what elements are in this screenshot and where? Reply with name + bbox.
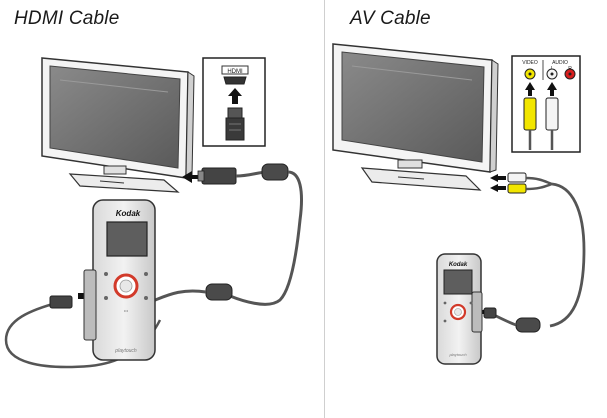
hdmi-port-socket bbox=[223, 76, 247, 85]
hdmi-tv-side bbox=[185, 71, 195, 179]
av-camera-brand: Kodak bbox=[449, 262, 468, 268]
hdmi-tv-plug bbox=[201, 167, 237, 185]
av-cable bbox=[483, 172, 586, 333]
av-video-arrow bbox=[525, 82, 535, 96]
av-tv-screen bbox=[341, 51, 485, 163]
hdmi-plug-body bbox=[225, 117, 245, 141]
av-tv-arrow-top bbox=[490, 174, 506, 182]
hdmi-camera-small-button bbox=[104, 272, 108, 276]
av-white-plug bbox=[545, 97, 559, 131]
hdmi-television bbox=[41, 57, 195, 193]
av-camera-side-door bbox=[471, 291, 483, 333]
hdmi-camera-side-door bbox=[83, 269, 97, 341]
av-camera: Kodak playtouch bbox=[436, 253, 483, 365]
hdmi-label-box bbox=[221, 65, 249, 75]
av-tv-arrow-bottom bbox=[490, 184, 506, 192]
hdmi-panel-title: HDMI Cable bbox=[14, 8, 120, 29]
av-television bbox=[332, 43, 499, 191]
hdmi-stand-slot bbox=[99, 180, 125, 184]
av-tv-neck bbox=[397, 159, 423, 169]
av-stand-slot bbox=[397, 176, 425, 180]
hdmi-ferrite-core-bottom bbox=[205, 283, 233, 301]
hdmi-plug-head bbox=[227, 107, 243, 119]
hdmi-tv-neck bbox=[103, 165, 127, 175]
hdmi-tv-screen bbox=[49, 65, 181, 169]
av-white-rca-plug bbox=[507, 172, 527, 183]
hdmi-cable bbox=[4, 163, 303, 369]
hdmi-cable-long bbox=[229, 170, 303, 306]
hdmi-port-label: HDMI bbox=[227, 69, 243, 75]
hdmi-screen-reflection bbox=[59, 79, 169, 93]
hdmi-camera: Kodak ••• playtouch bbox=[83, 199, 156, 361]
av-camera-plug bbox=[483, 307, 497, 319]
av-audio-label: AUDIO bbox=[552, 60, 568, 66]
av-cable-long bbox=[549, 182, 586, 328]
av-camera-model: playtouch bbox=[448, 352, 467, 357]
hdmi-camera-brand: Kodak bbox=[116, 209, 141, 218]
av-yellow-plug bbox=[523, 97, 537, 131]
av-camera-screen bbox=[443, 269, 473, 295]
hdmi-camera-model: playtouch bbox=[114, 348, 137, 354]
svg-text:•••: ••• bbox=[124, 308, 129, 313]
av-screen-reflection bbox=[351, 65, 473, 81]
hdmi-port-inset: HDMI bbox=[202, 57, 266, 147]
hdmi-ferrite-core-top bbox=[261, 163, 289, 181]
hdmi-insert-arrow bbox=[228, 88, 242, 104]
panel-divider bbox=[324, 0, 325, 418]
av-panel-title: AV Cable bbox=[350, 8, 431, 29]
hdmi-camera-screen bbox=[106, 221, 148, 257]
av-audio-arrow bbox=[547, 82, 557, 96]
hdmi-tv-arrow bbox=[182, 171, 203, 183]
av-jack-inset: VIDEO AUDIO L R bbox=[511, 55, 581, 153]
hdmi-camera-plug bbox=[49, 295, 73, 309]
av-yellow-rca-plug bbox=[507, 183, 527, 194]
av-video-label: VIDEO bbox=[522, 60, 538, 66]
av-ferrite-core bbox=[515, 317, 541, 333]
av-tv-side bbox=[489, 59, 499, 173]
